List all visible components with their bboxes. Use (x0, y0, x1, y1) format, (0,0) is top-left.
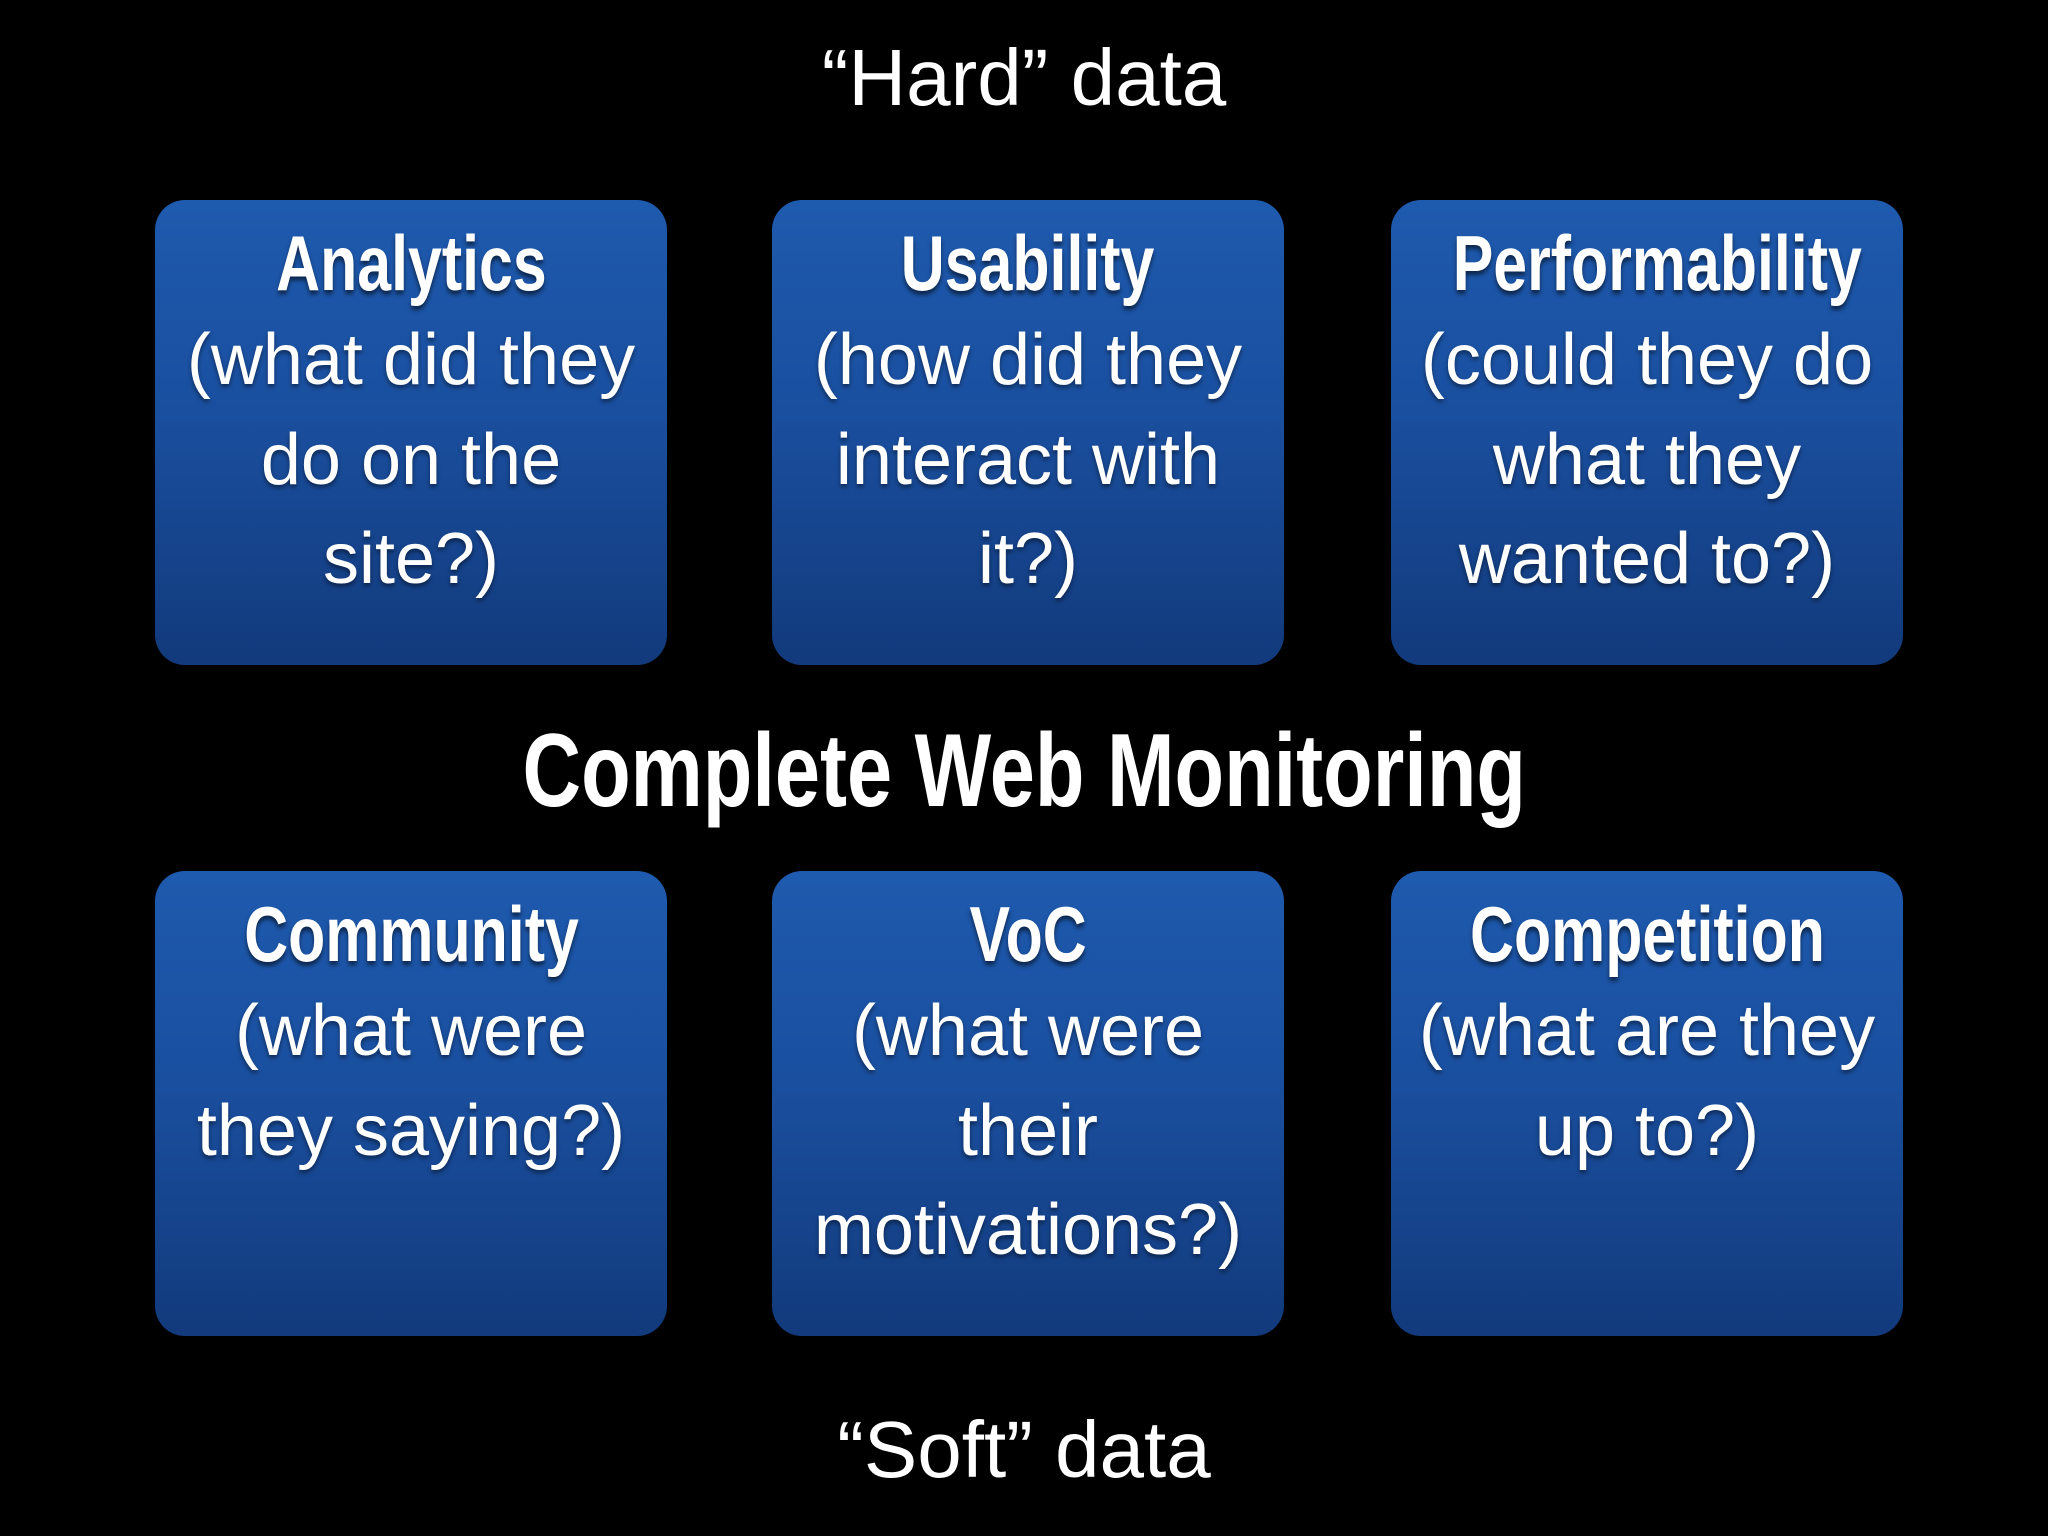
usability-title: Usability (776, 219, 1280, 307)
hard-data-label: “Hard” data (821, 33, 1227, 122)
box-analytics: Analytics (what did they do on the site?… (155, 200, 667, 665)
soft-data-label: “Soft” data (837, 1405, 1211, 1494)
performability-title-text: Performability (1452, 219, 1862, 307)
performability-subtitle: (could they do what they wanted to?) (1420, 320, 1874, 600)
box-voc: VoC (what were their motivations?) (772, 871, 1284, 1336)
competition-title: Competition (1395, 890, 1899, 978)
complete-web-monitoring-text: Complete Web Monitoring (522, 713, 1526, 829)
voc-subtitle: (what were their motivations?) (813, 991, 1243, 1271)
community-subtitle: (what were they saying?) (196, 991, 626, 1171)
voc-title-text: VoC (969, 890, 1087, 978)
analytics-title: Analytics (159, 219, 663, 307)
usability-subtitle: (how did they interact with it?) (813, 320, 1243, 600)
voc-title: VoC (776, 890, 1280, 978)
box-usability: Usability (how did they interact with it… (772, 200, 1284, 665)
competition-subtitle: (what are they up to?) (1418, 991, 1876, 1171)
analytics-title-text: Analytics (275, 219, 547, 307)
community-title-text: Community (243, 890, 579, 978)
community-title: Community (159, 890, 663, 978)
box-community: Community (what were they saying?) (155, 871, 667, 1336)
analytics-subtitle: (what did they do on the site?) (186, 320, 636, 600)
usability-title-text: Usability (901, 219, 1155, 307)
competition-title-text: Competition (1469, 890, 1825, 978)
box-performability: Performability (could they do what they … (1391, 200, 1903, 665)
complete-web-monitoring-label: Complete Web Monitoring (0, 713, 2048, 829)
box-competition: Competition (what are they up to?) (1391, 871, 1903, 1336)
performability-title: Performability (1395, 219, 1899, 307)
